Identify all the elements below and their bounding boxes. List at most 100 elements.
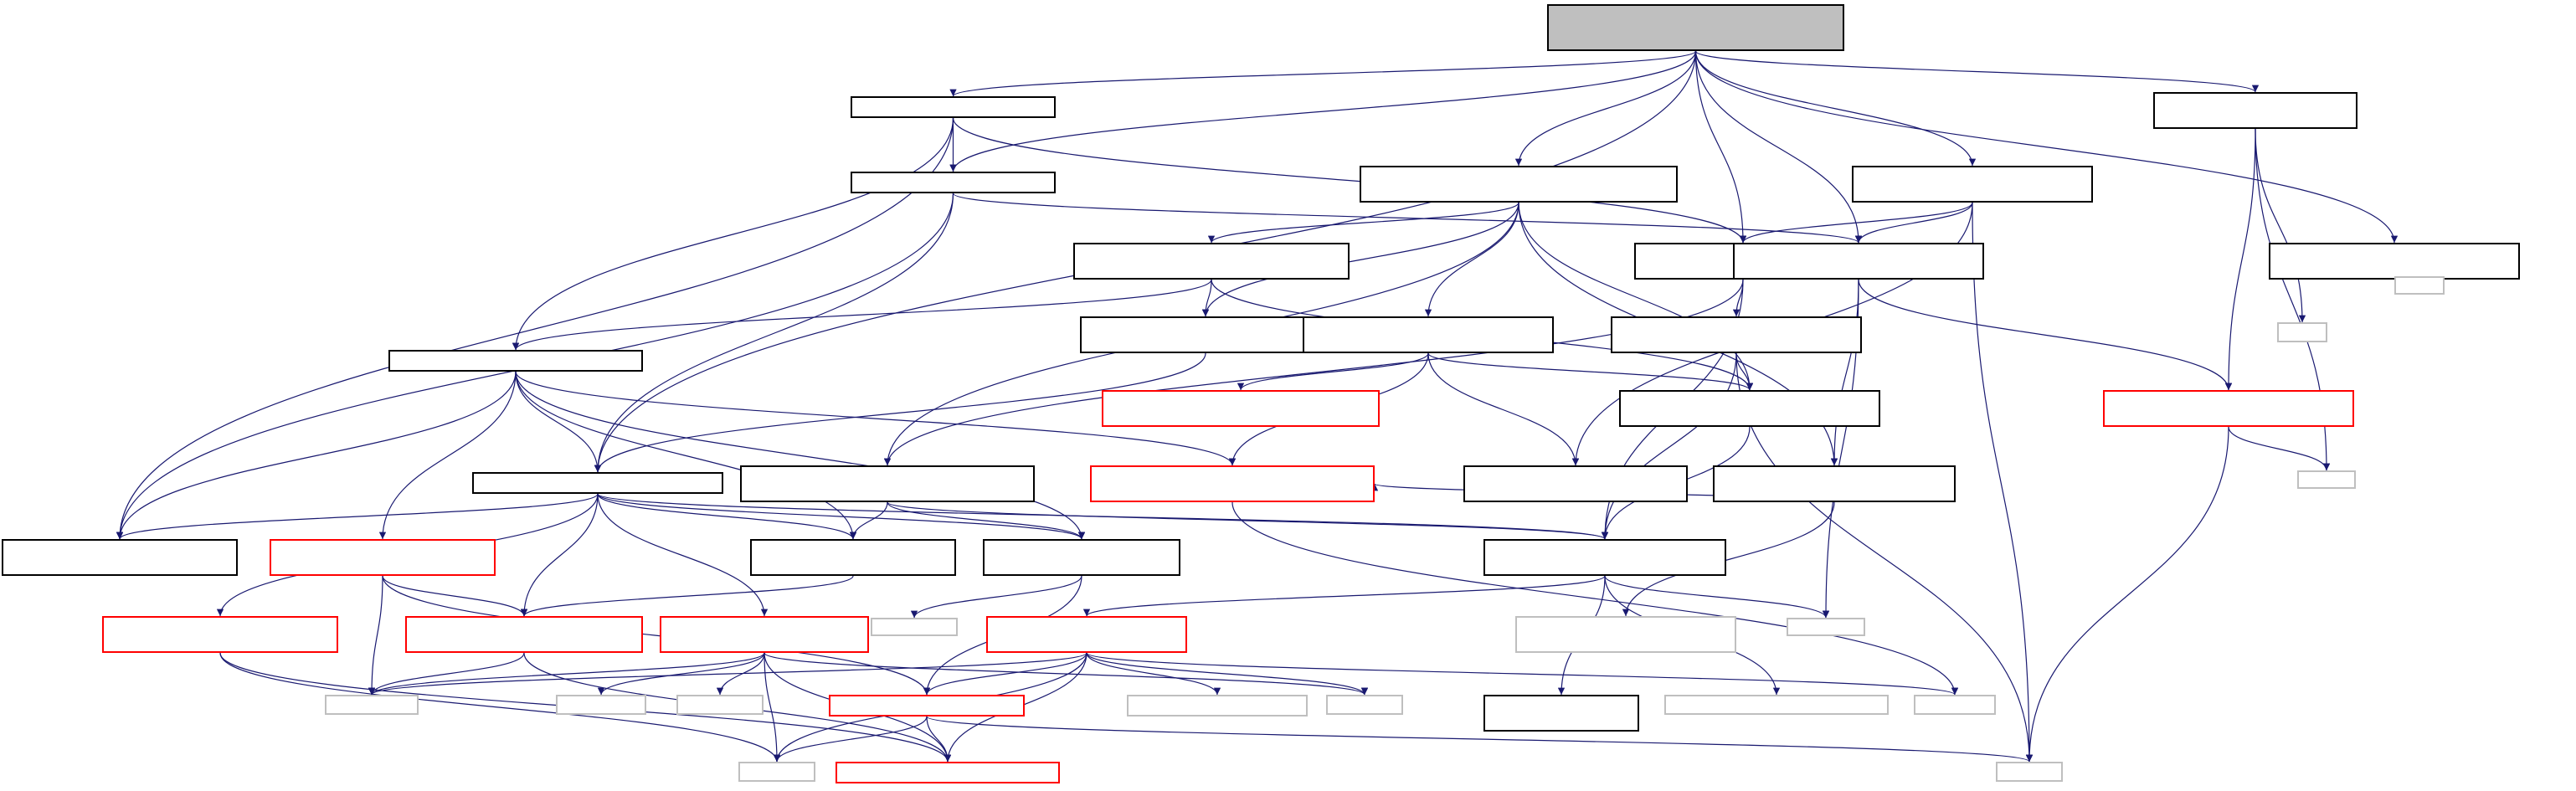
graph-edge <box>515 371 857 540</box>
graph-edge <box>910 575 1082 619</box>
graph-node[interactable] <box>325 695 419 715</box>
graph-node[interactable] <box>2297 470 2356 489</box>
graph-node[interactable] <box>472 472 723 494</box>
graph-node[interactable] <box>1664 695 1889 715</box>
graph-node[interactable] <box>1360 166 1678 203</box>
graph-edge <box>382 575 528 617</box>
graph-node[interactable] <box>983 539 1180 576</box>
graph-node[interactable] <box>1090 465 1375 502</box>
graph-node[interactable] <box>738 762 815 782</box>
graph-node[interactable] <box>750 539 956 576</box>
graph-node[interactable] <box>2394 276 2445 295</box>
graph-edge <box>1231 501 1959 696</box>
graph-edge <box>1604 575 1830 619</box>
graph-node[interactable] <box>1463 465 1688 502</box>
graph-edge <box>1237 352 1429 391</box>
graph-edge <box>520 575 854 617</box>
graph-edge <box>1694 50 2259 93</box>
graph-edge <box>378 371 517 540</box>
graph-node[interactable] <box>986 616 1187 653</box>
graph-edge <box>1086 652 1221 696</box>
graph-node[interactable] <box>1303 316 1554 353</box>
graph-node[interactable] <box>1733 243 1984 280</box>
graph-node[interactable] <box>836 762 1060 783</box>
graph-node[interactable] <box>1326 695 1403 715</box>
graph-node[interactable] <box>740 465 1035 502</box>
graph-node[interactable] <box>2153 92 2357 129</box>
graph-node[interactable] <box>1611 316 1862 353</box>
graph-edge <box>926 716 952 763</box>
graph-edge <box>1427 352 1580 466</box>
graph-edge <box>764 652 781 763</box>
graph-edge <box>1830 279 1859 466</box>
graph-node[interactable] <box>1996 762 2063 782</box>
graph-node[interactable] <box>2269 243 2520 280</box>
graph-node[interactable] <box>1852 166 2093 203</box>
graph-edge <box>2224 128 2256 391</box>
graph-edge <box>512 117 954 351</box>
graph-node[interactable] <box>1073 243 1350 280</box>
graph-edge <box>1739 202 1973 244</box>
graph-edge <box>1694 50 2399 244</box>
graph-edge <box>2025 426 2229 763</box>
graph-edge <box>849 501 888 540</box>
graph-edge <box>1086 652 1958 696</box>
graph-edge <box>2255 128 2306 323</box>
graph-edge <box>512 279 1212 351</box>
graph-edge <box>116 117 954 540</box>
graph-node[interactable] <box>556 695 646 715</box>
graph-node[interactable] <box>1127 695 1308 717</box>
graph-node[interactable] <box>1787 618 1865 636</box>
graph-node[interactable] <box>270 539 496 576</box>
graph-edge <box>368 575 383 696</box>
graph-edge <box>597 652 765 696</box>
graph-node[interactable] <box>1080 316 1331 353</box>
graph-node[interactable] <box>102 616 338 653</box>
graph-edge <box>1201 202 1519 317</box>
graph-edge <box>116 371 517 540</box>
graph-edge <box>887 501 1086 540</box>
graph-node[interactable] <box>871 618 958 636</box>
graph-edge <box>368 652 525 696</box>
graph-node[interactable] <box>660 616 869 653</box>
graph-edge <box>1518 202 1754 391</box>
graph-node[interactable] <box>2277 322 2327 342</box>
graph-node[interactable] <box>829 695 1025 717</box>
graph-edge <box>1207 202 1519 244</box>
graph-edge <box>926 716 2033 763</box>
graph-edge <box>597 493 1086 540</box>
graph-edge <box>219 652 781 763</box>
graph-node[interactable] <box>2 539 238 576</box>
graph-node[interactable] <box>676 695 764 715</box>
graph-node[interactable] <box>388 350 643 372</box>
graph-node[interactable] <box>1914 695 1996 715</box>
graph-node[interactable] <box>1515 616 1736 653</box>
graph-edge <box>515 371 1237 466</box>
graph-node[interactable] <box>1713 465 1956 502</box>
graph-node[interactable] <box>1483 695 1639 732</box>
graph-edge <box>2228 426 2331 471</box>
graph-edge <box>368 652 765 696</box>
graph-edge <box>594 193 954 473</box>
graph-edge <box>382 575 931 696</box>
graph-edge <box>1427 352 1754 391</box>
graph-edge <box>1424 202 1519 317</box>
graph-edge <box>1514 50 1697 167</box>
graph-node[interactable] <box>851 96 1056 118</box>
graph-node[interactable] <box>1102 390 1380 427</box>
graph-node[interactable] <box>1483 539 1726 576</box>
graph-node[interactable] <box>405 616 643 653</box>
graph-edge <box>949 50 1697 97</box>
graph-node[interactable] <box>1547 4 1844 51</box>
graph-edge <box>515 371 602 473</box>
graph-node[interactable] <box>851 172 1056 193</box>
graph-edge <box>597 493 769 617</box>
graph-edge <box>594 352 1206 473</box>
graph-edge <box>1858 279 2233 391</box>
graph-edge <box>368 652 1087 696</box>
graph-edge <box>1622 501 1835 617</box>
graph-edge <box>597 493 1608 540</box>
graph-node[interactable] <box>2103 390 2354 427</box>
graph-node[interactable] <box>1619 390 1880 427</box>
